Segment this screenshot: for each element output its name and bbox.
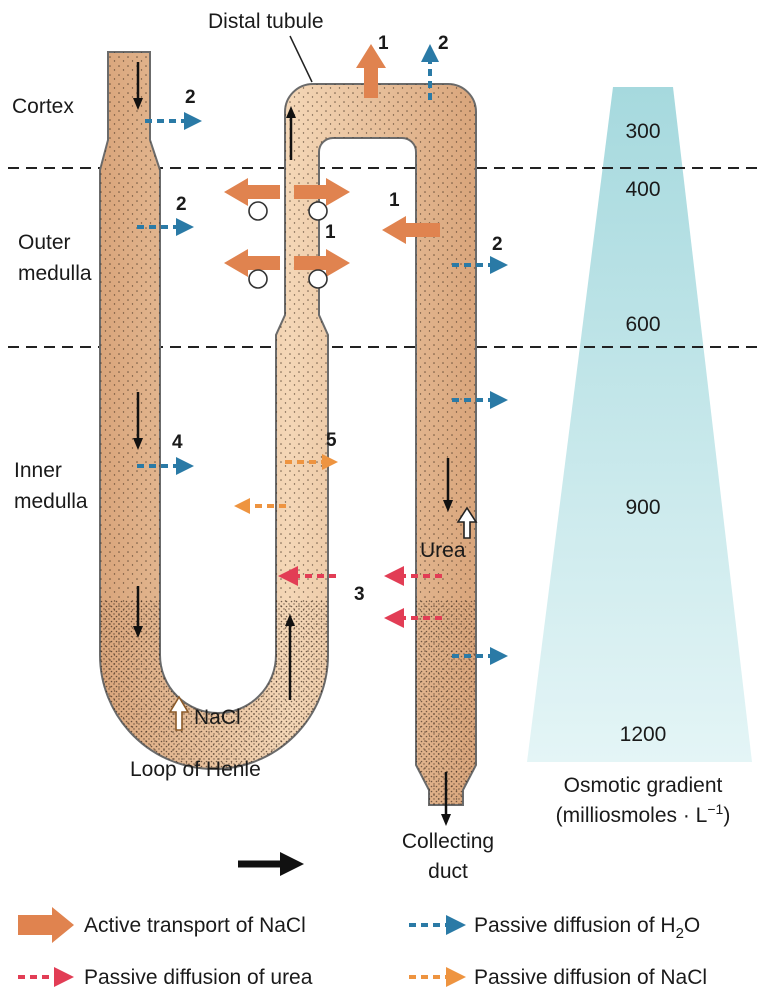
osmotic-gradient-title: Osmotic gradient: [564, 774, 723, 797]
urea-open-arrow-icon: [456, 506, 478, 539]
urea-arrow-icon: [278, 566, 298, 586]
flow-arrow-down-icon: [133, 62, 143, 110]
step-number: 4: [172, 432, 183, 453]
step-number: 3: [354, 584, 365, 605]
step-number: 5: [326, 430, 337, 451]
flow-arrows: [133, 62, 453, 826]
flow-arrow-up-icon: [285, 614, 295, 700]
active-arrow-up-icon: [356, 44, 386, 98]
flow-arrow-down-icon: [443, 458, 453, 512]
legend-active-nacl-label: Active transport of NaCl: [84, 914, 306, 937]
step-number: 2: [176, 194, 187, 215]
urea-arrow-icon: [384, 608, 404, 628]
loop-of-henle-label: Loop of Henle: [130, 758, 261, 781]
distal-tubule-leader-line: [289, 35, 313, 83]
osmotic-gradient-unit: (milliosmoles · L−1): [556, 801, 731, 827]
osmolarity-value: 900: [625, 496, 660, 519]
step-number: 1: [325, 222, 336, 243]
collecting-duct-label: duct: [428, 860, 468, 883]
region-label-outer-medulla: Outer: [18, 231, 71, 254]
osmotic-gradient-shape: [527, 87, 752, 762]
osmolarity-value: 300: [625, 120, 660, 143]
passive-nacl-arrow-icon: [322, 454, 338, 470]
legend-passive-nacl-icon: [446, 967, 466, 987]
region-label-cortex: Cortex: [12, 95, 74, 118]
step-number: 2: [438, 33, 449, 54]
legend-water-icon: [446, 915, 466, 935]
nacl-open-arrow-icon: [168, 695, 190, 731]
step-number: 2: [185, 87, 196, 108]
passive-nacl-arrows: [234, 454, 338, 514]
active-arrow-left-icon: [224, 249, 280, 277]
pump-icon: [308, 201, 328, 221]
water-diffusion-arrows: [137, 60, 492, 658]
region-label-inner-medulla: medulla: [14, 490, 88, 513]
active-arrow-left-icon: [382, 216, 440, 244]
nephron-tube: [99, 51, 477, 806]
collecting-duct-label: Collecting: [402, 830, 494, 853]
region-label-inner-medulla: Inner: [14, 459, 62, 482]
flow-arrow-down-icon: [133, 586, 143, 638]
region-label-outer-medulla: medulla: [18, 262, 92, 285]
active-arrow-right-icon: [294, 249, 350, 277]
legend-passive-nacl-label: Passive diffusion of NaCl: [474, 966, 707, 989]
pump-icon: [308, 269, 328, 289]
pump-icon: [248, 269, 268, 289]
passive-nacl-arrow-icon: [234, 498, 250, 514]
legend-urea-icon: [54, 967, 74, 987]
urea-label: Urea: [420, 539, 466, 562]
osmolarity-value: 1200: [620, 723, 667, 746]
legend-water-label: Passive diffusion of H2O: [474, 914, 700, 942]
nacl-label: NaCl: [194, 706, 241, 729]
transport-pumps: [248, 201, 328, 289]
urea-diffusion-arrows: [278, 566, 442, 628]
step-number: 1: [389, 190, 400, 211]
water-arrow-heads: [176, 44, 508, 665]
legend-urea-label: Passive diffusion of urea: [84, 966, 313, 989]
flow-arrow-down-icon: [133, 392, 143, 450]
urea-arrow-icon: [384, 566, 404, 586]
step-number: 1: [378, 33, 389, 54]
legend: Active transport of NaCl Passive diffusi…: [18, 907, 707, 989]
pump-icon: [248, 201, 268, 221]
flow-arrow-up-icon: [286, 106, 296, 160]
step-number: 2: [492, 234, 503, 255]
osmolarity-value: 400: [625, 178, 660, 201]
active-arrow-left-icon: [224, 178, 280, 206]
legend-active-nacl-icon: [18, 907, 74, 943]
osmolarity-value: 600: [625, 313, 660, 336]
distal-tubule-label: Distal tubule: [208, 10, 324, 33]
active-nacl-arrows: [224, 44, 440, 277]
flow-arrow-down-icon: [441, 772, 451, 826]
active-arrow-right-icon: [294, 178, 350, 206]
legend-flow-arrow-icon: [238, 852, 304, 876]
